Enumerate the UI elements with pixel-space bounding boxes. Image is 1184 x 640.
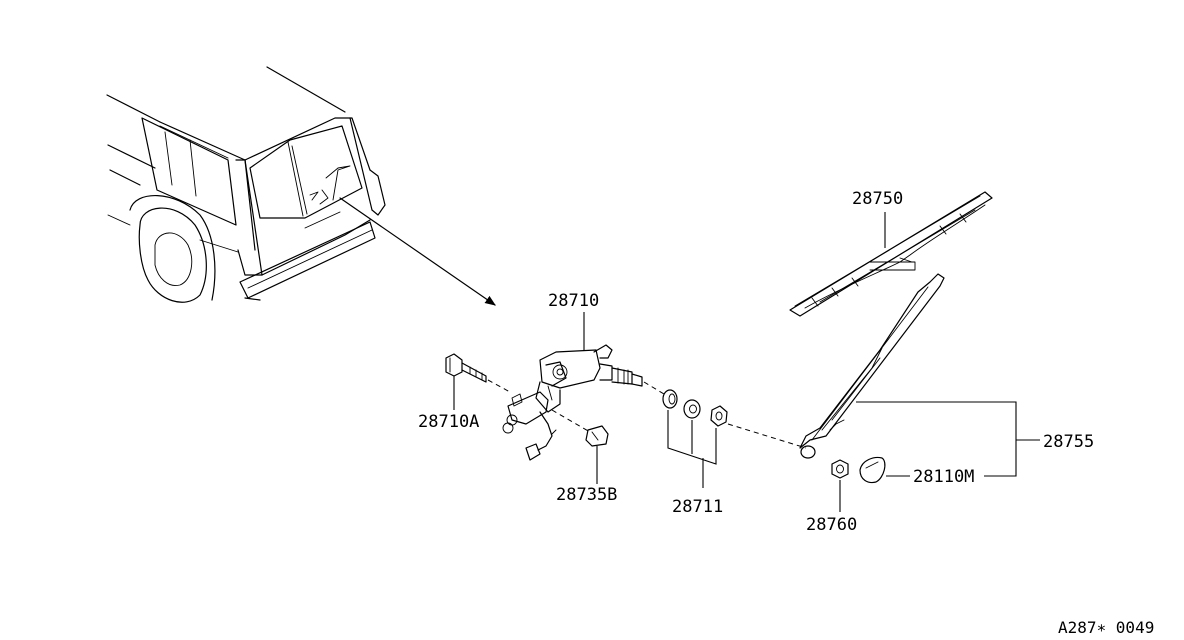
- pivot-cap-28110M: [859, 456, 910, 484]
- bracket-28735B: [551, 409, 609, 484]
- vehicle-rear-illustration: [106, 66, 496, 306]
- part-label-28755: 28755: [1043, 432, 1094, 452]
- pivot-nut-set-28711: [643, 381, 807, 488]
- part-label-28710A: 28710A: [418, 412, 479, 432]
- wiper-arm-28755: [799, 273, 1040, 477]
- wiper-blade-28750: [789, 191, 993, 317]
- nut-28760: [831, 459, 849, 512]
- part-label-28711: 28711: [672, 497, 723, 517]
- wiper-motor-28710: [502, 312, 643, 461]
- part-label-28735B: 28735B: [556, 485, 617, 505]
- part-label-28750: 28750: [852, 189, 903, 209]
- part-label-28760: 28760: [806, 515, 857, 535]
- part-label-28710: 28710: [548, 291, 599, 311]
- drawing-code: A287∗ 0049: [1058, 618, 1154, 637]
- part-label-28110M: 28110M: [913, 467, 974, 487]
- bolt-28710A: [445, 353, 511, 410]
